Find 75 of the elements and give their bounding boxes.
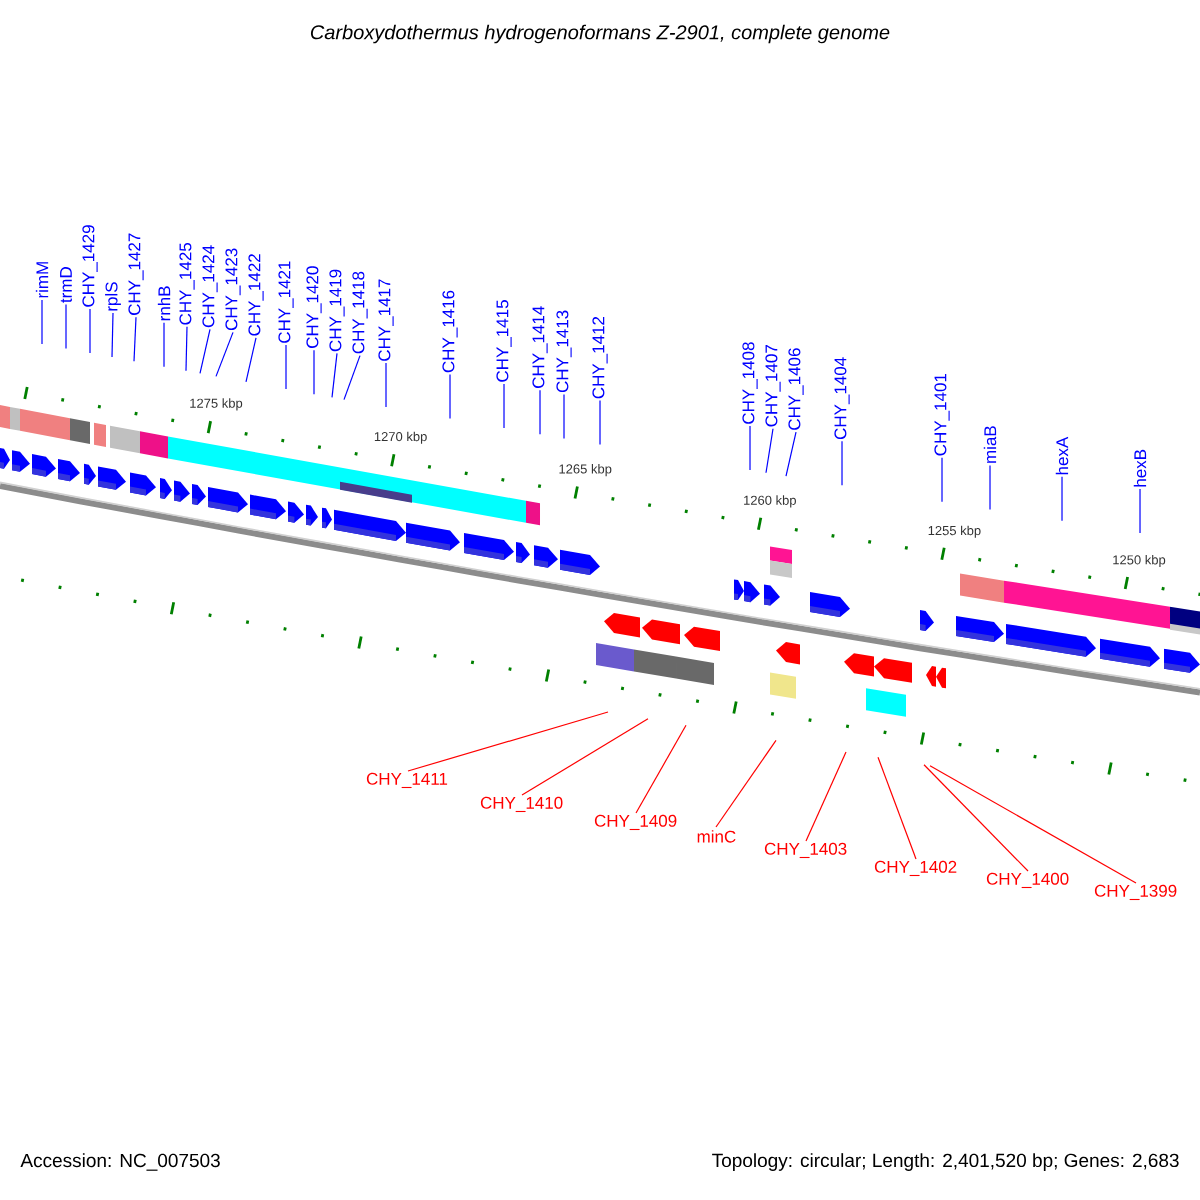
leader-line xyxy=(521,718,649,796)
gene-label: CHY_1402 xyxy=(874,860,957,877)
leader-line xyxy=(749,425,751,471)
leader-line xyxy=(331,352,338,399)
gene-label: CHY_1400 xyxy=(986,872,1069,889)
gene-label: CHY_1404 xyxy=(834,357,850,440)
leader-line xyxy=(199,328,211,374)
gene-label: CHY_1422 xyxy=(248,254,264,336)
leader-line xyxy=(941,457,943,503)
leader-line xyxy=(841,440,843,486)
gene-label: CHY_1429 xyxy=(82,225,98,307)
gene-label: rnhB xyxy=(157,286,171,321)
gene-label: rimM xyxy=(35,262,49,298)
leader-line xyxy=(285,344,287,390)
gene-label: CHY_1417 xyxy=(378,279,394,361)
leader-line xyxy=(245,337,257,383)
gene-label: CHY_1423 xyxy=(225,248,241,331)
gene-label: CHY_1420 xyxy=(306,266,322,348)
gene-label: CHY_1419 xyxy=(329,269,345,352)
gene-label: hexA xyxy=(1055,436,1069,475)
gene-label: CHY_1411 xyxy=(366,772,448,789)
leader-line xyxy=(805,751,847,842)
leader-line xyxy=(65,303,67,350)
leader-line xyxy=(539,389,541,435)
gene-label: CHY_1408 xyxy=(742,342,758,424)
gene-label: CHY_1412 xyxy=(592,316,608,399)
leader-line xyxy=(385,362,387,408)
leader-line xyxy=(635,724,687,814)
gene-label: CHY_1424 xyxy=(202,245,218,328)
leader-line xyxy=(343,355,361,401)
leader-line xyxy=(111,312,114,358)
gene-label: hexB xyxy=(1133,449,1147,487)
leader-line xyxy=(503,383,505,429)
leader-line xyxy=(563,393,565,439)
gene-label: CHY_1407 xyxy=(765,345,781,427)
leader-line xyxy=(41,299,43,345)
leader-line xyxy=(599,400,601,446)
footer-text: Topology: circular; Length: 2,401,520 bp; Genes: 2,683 xyxy=(712,1153,1179,1171)
leader-line xyxy=(313,349,315,395)
leader-line xyxy=(163,322,165,368)
leader-line xyxy=(185,326,188,372)
leader-line xyxy=(133,316,137,362)
leader-line xyxy=(449,373,451,420)
gene-label: CHY_1399 xyxy=(1094,884,1177,901)
gene-label: CHY_1416 xyxy=(442,290,458,373)
gene-label: CHY_1421 xyxy=(278,261,294,343)
gene-label: miaB xyxy=(983,426,997,463)
gene-label: CHY_1414 xyxy=(532,306,548,388)
leader-line xyxy=(989,464,991,510)
leader-line xyxy=(765,428,774,474)
leader-line xyxy=(215,331,234,377)
leader-line xyxy=(1061,476,1063,522)
leader-line xyxy=(923,764,1029,872)
leader-line xyxy=(785,431,797,477)
title: Carboxydothermus hydrogenoformans Z-2901, complete genome xyxy=(310,24,890,44)
gene-label: CHY_1410 xyxy=(480,796,563,813)
gene-label: CHY_1425 xyxy=(179,243,195,325)
gene-label: CHY_1418 xyxy=(352,271,368,354)
gene-label: CHY_1401 xyxy=(934,373,950,456)
leader-line xyxy=(1139,488,1141,534)
leader-line xyxy=(89,308,91,354)
gene-label: CHY_1413 xyxy=(556,310,572,393)
leader-line xyxy=(407,711,609,772)
gene-label: CHY_1406 xyxy=(788,348,804,430)
footer-text: Accession: NC_007503 xyxy=(20,1153,220,1171)
gene-label: CHY_1409 xyxy=(594,814,677,831)
leader-line xyxy=(929,765,1137,884)
gene-label: minC xyxy=(697,830,736,843)
gene-label: trmD xyxy=(60,267,72,303)
gene-label: rplS xyxy=(105,282,121,311)
gene-label: CHY_1403 xyxy=(764,842,847,859)
leader-line xyxy=(877,756,917,860)
gene-label: CHY_1415 xyxy=(496,300,512,382)
gene-label: CHY_1427 xyxy=(128,233,144,315)
leader-line xyxy=(715,739,777,828)
